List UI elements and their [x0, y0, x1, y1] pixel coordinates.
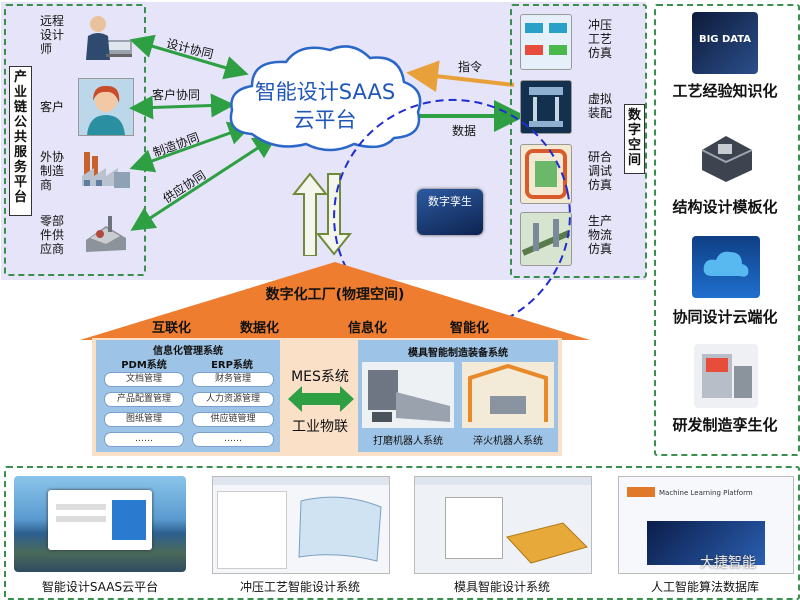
quenching-robot-label: 淬火机器人系统 [473, 436, 543, 447]
pdm-item[interactable]: 图纸管理 [104, 412, 184, 427]
grinding-robot-image[interactable] [362, 362, 454, 428]
industry-chain-label: 产业链公共服务平台 [9, 66, 32, 216]
info-system-title: 信息化管理系统 [153, 346, 223, 357]
module-tryout-sim[interactable]: 研合 调试 仿真 [588, 150, 613, 192]
command-label: 指令 [458, 60, 483, 74]
factory-title: 数字化工厂(物理空间) [265, 287, 405, 303]
customer-icon [78, 78, 134, 136]
pdm-title: PDM系统 [121, 360, 167, 371]
cloud-shape [229, 45, 422, 152]
module-virtual-assembly[interactable]: 虚拟 装配 [588, 92, 613, 120]
factory-roof [80, 262, 590, 340]
capability-knowledge[interactable]: 工艺经验知识化 [672, 82, 778, 100]
watermark: 大捷智能 [700, 555, 756, 571]
capability-sidebar [654, 4, 800, 456]
saas-product-screenshot[interactable] [14, 476, 186, 572]
stamping-sim-thumb[interactable] [520, 14, 572, 70]
pillar-information: 信息化 [348, 321, 388, 336]
parts-supplier-icon [80, 210, 132, 258]
pdm-item[interactable]: 文档管理 [104, 372, 184, 387]
big-data-icon: BIG DATA [692, 12, 758, 74]
erp-item[interactable]: 人力资源管理 [192, 392, 274, 407]
pillar-data: 数据化 [240, 321, 280, 336]
capability-template[interactable]: 结构设计模板化 [672, 198, 778, 216]
quenching-robot-image[interactable] [462, 362, 554, 428]
cloud-title-line2[interactable]: 云平台 [293, 108, 357, 132]
equipment-title: 模具智能制造装备系统 [408, 348, 508, 359]
big-data-badge: BIG DATA [698, 34, 752, 45]
product-stamping[interactable]: 冲压工艺智能设计系统 [239, 580, 360, 594]
actor-remote-designer[interactable]: 远程 设计 师 [40, 14, 65, 56]
products-box [4, 466, 800, 600]
digital-twin-badge[interactable]: 数字孪生 [417, 189, 483, 235]
pdm-item[interactable]: …… [104, 432, 184, 447]
actor-outsource-manufacturer[interactable]: 外协 制造 商 [40, 150, 65, 192]
pillar-interconnect: 互联化 [152, 321, 192, 336]
mold-system-screenshot[interactable] [414, 476, 592, 574]
digital-space-box [510, 4, 647, 278]
iot-label[interactable]: 工业物联 [292, 419, 348, 435]
actor-parts-supplier[interactable]: 零部 件供 应商 [40, 214, 65, 256]
twin-machine-icon [694, 344, 758, 408]
product-saas[interactable]: 智能设计SAAS云平台 [41, 580, 159, 594]
module-stamping-sim[interactable]: 冲压 工艺 仿真 [588, 18, 613, 60]
ai-site-title: Machine Learning Platform [659, 489, 753, 497]
collaboration-arrows [129, 34, 526, 231]
stamping-system-screenshot[interactable] [212, 476, 390, 574]
cloud-title-line1[interactable]: 智能设计SAAS [254, 80, 396, 104]
product-mold[interactable]: 模具智能设计系统 [453, 580, 550, 594]
erp-item[interactable]: 财务管理 [192, 372, 274, 387]
virtual-assembly-thumb[interactable] [520, 80, 572, 134]
erp-title: ERP系统 [211, 360, 253, 371]
module-logistics-sim[interactable]: 生产 物流 仿真 [588, 214, 613, 256]
actor-customer[interactable]: 客户 [40, 100, 65, 114]
cloud-collab-icon [692, 236, 760, 298]
pillar-intelligent: 智能化 [450, 321, 490, 336]
logistics-sim-thumb[interactable] [520, 212, 572, 266]
mes-double-arrow [288, 386, 354, 412]
factory-icon [78, 146, 134, 194]
login-card [48, 490, 152, 550]
digital-space-label: 数字空间 [624, 104, 645, 174]
capability-cloud[interactable]: 协同设计云端化 [672, 308, 778, 326]
product-ai-db[interactable]: 人工智能算法数据库 [650, 580, 759, 594]
mes-label[interactable]: MES系统 [291, 369, 349, 385]
data-label: 数据 [452, 124, 477, 138]
erp-item[interactable]: 供应链管理 [192, 412, 274, 427]
digital-twin-label: 数字孪生 [428, 195, 472, 208]
ai-database-screenshot[interactable]: Machine Learning Platform [618, 476, 794, 574]
pdm-item[interactable]: 产品配置管理 [104, 392, 184, 407]
capability-twin[interactable]: 研发制造孪生化 [672, 416, 778, 434]
erp-item[interactable]: …… [192, 432, 274, 447]
mold-structure-icon [694, 124, 758, 188]
link-customer-collab: 客户协同 [152, 88, 201, 102]
grinding-robot-label: 打磨机器人系统 [373, 436, 443, 447]
designer-icon [76, 10, 134, 68]
